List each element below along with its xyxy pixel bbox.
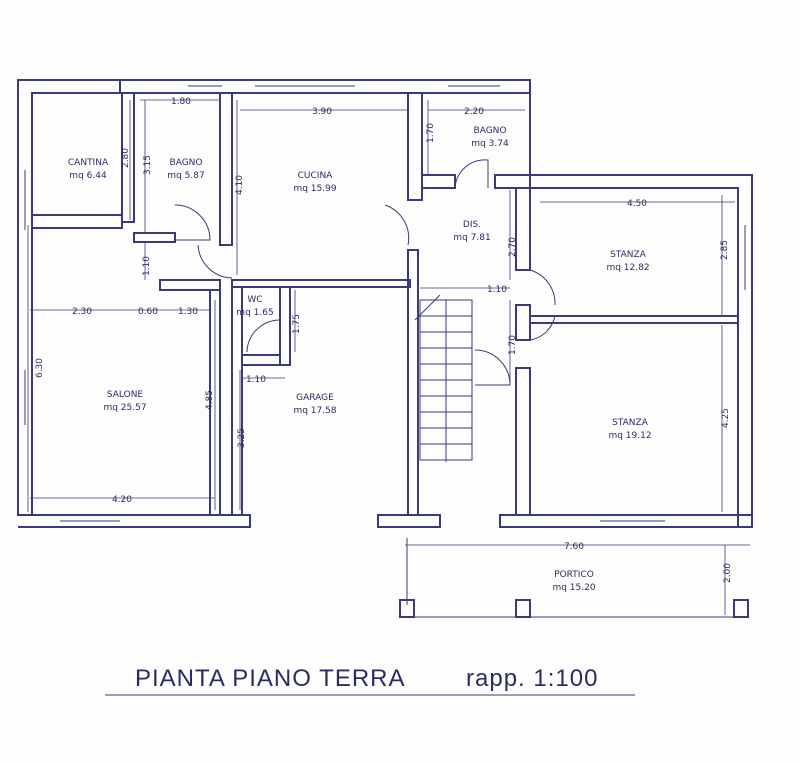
room-area-bagno: mq 5.87 [167,171,204,181]
dim-label: 2.20 [464,107,484,117]
dim-label: 4.10 [235,175,245,195]
dim-label: 3.90 [312,107,332,117]
room-area-cantina: mq 6.44 [69,171,107,181]
room-area-dis: mq 7.81 [453,233,490,243]
dim-label: 2.00 [723,563,733,583]
dim-label: 1.70 [426,123,436,143]
room-name-salone: SALONE [107,390,144,400]
room-area-stanza: mq 12.82 [606,263,649,273]
interior-walls [32,92,739,516]
room-area-stanza-2: mq 19.12 [608,431,651,441]
room-labels: CANTINA mq 6.44 BAGNO mq 5.87 CUCINA mq … [68,126,652,593]
room-name-cucina: CUCINA [298,171,334,181]
dimension-labels: 1.80 2.80 3.15 3.90 4.10 2.20 1.70 2.70 … [35,97,733,583]
dim-label: 2.30 [72,307,92,317]
room-name-garage: GARAGE [296,393,334,403]
dim-label: 0.60 [138,307,158,317]
dim-label: 1.10 [246,375,266,385]
dim-label: 4.25 [721,408,731,428]
dim-label: 1.80 [171,97,191,107]
room-area-garage: mq 17.58 [293,406,336,416]
room-area-cucina: mq 15.99 [293,184,336,194]
dim-label: 4.85 [205,390,215,410]
room-area-portico: mq 15.20 [552,583,595,593]
plan-title: PIANTA PIANO TERRA [135,665,406,692]
windows [24,85,746,522]
stairs [414,294,473,462]
plan-scale: rapp. 1:100 [466,665,598,692]
room-name-dis: DIS. [463,220,481,230]
room-name-bagno-2: BAGNO [474,126,507,136]
dim-label: 3.25 [237,428,247,448]
dim-label: 3.15 [143,155,153,175]
room-area-bagno-2: mq 3.74 [471,139,509,149]
dim-label: 7.60 [564,542,584,552]
dim-label: 1.75 [292,314,302,334]
dim-label: 1.10 [142,256,152,276]
dimension-lines [27,99,750,615]
dim-label: 1.70 [508,335,518,355]
dim-label: 1.30 [178,307,198,317]
outer-walls [17,79,753,528]
plan-title-block: PIANTA PIANO TERRA rapp. 1:100 [105,665,635,696]
dim-label: 2.85 [720,240,730,260]
room-name-cantina: CANTINA [68,158,109,168]
room-area-wc: mq 1.65 [236,308,273,318]
room-name-portico: PORTICO [554,570,594,580]
room-area-salone: mq 25.57 [103,403,146,413]
dim-label: 4.50 [627,199,647,209]
room-name-stanza-2: STANZA [612,418,649,428]
dim-label: 2.70 [508,237,518,257]
room-name-stanza: STANZA [610,250,647,260]
dim-label: 6.30 [35,358,45,378]
room-name-wc: WC [247,295,262,305]
dim-label: 1.10 [487,285,507,295]
room-name-bagno: BAGNO [170,158,203,168]
dim-label: 2.80 [121,148,131,168]
portico [399,538,749,618]
dim-label: 4.20 [112,495,132,505]
